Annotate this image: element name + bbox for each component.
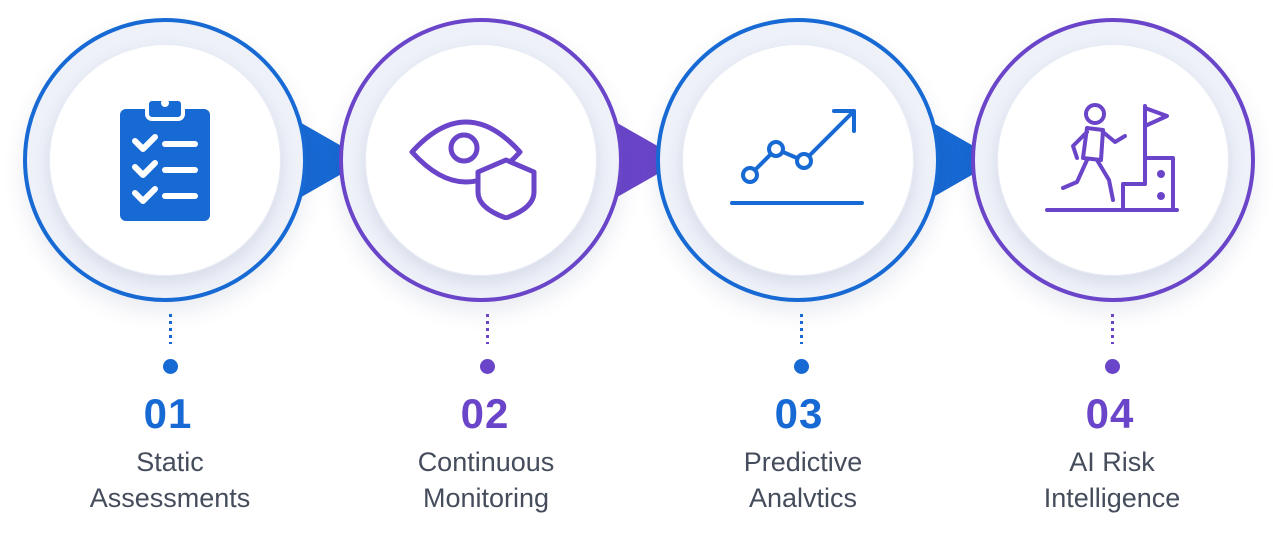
connector-line-3 [800, 314, 803, 344]
step-4-circle [971, 18, 1255, 302]
step-2-circle [339, 18, 623, 302]
connector-dot-4 [1105, 359, 1120, 374]
connector-line-1 [169, 314, 172, 344]
connector-dot-1 [163, 359, 178, 374]
connector-dot-3 [794, 359, 809, 374]
step-4-number: 04 [1085, 390, 1135, 437]
connector-line-4 [1111, 314, 1114, 344]
eye-shield-icon [409, 119, 537, 220]
step-1-label: Static Assessments [89, 447, 251, 513]
connector-dot-2 [480, 359, 495, 374]
step-2-number: 02 [460, 390, 510, 437]
step-1-number: 01 [143, 390, 193, 437]
step-3-number: 03 [774, 390, 824, 437]
step-3-label: Predictive Analvtics [743, 447, 863, 513]
step-4-label: AI Risk Intelligence [1043, 447, 1181, 513]
climber-flag-icon [1045, 103, 1179, 212]
clipboard-checklist-icon [120, 97, 210, 221]
connector-line-2 [486, 314, 489, 344]
trend-arrow-icon [730, 109, 864, 205]
step-2-label: Continuous Monitoring [417, 447, 555, 513]
step-1-circle [23, 18, 307, 302]
step-3-circle [656, 18, 940, 302]
